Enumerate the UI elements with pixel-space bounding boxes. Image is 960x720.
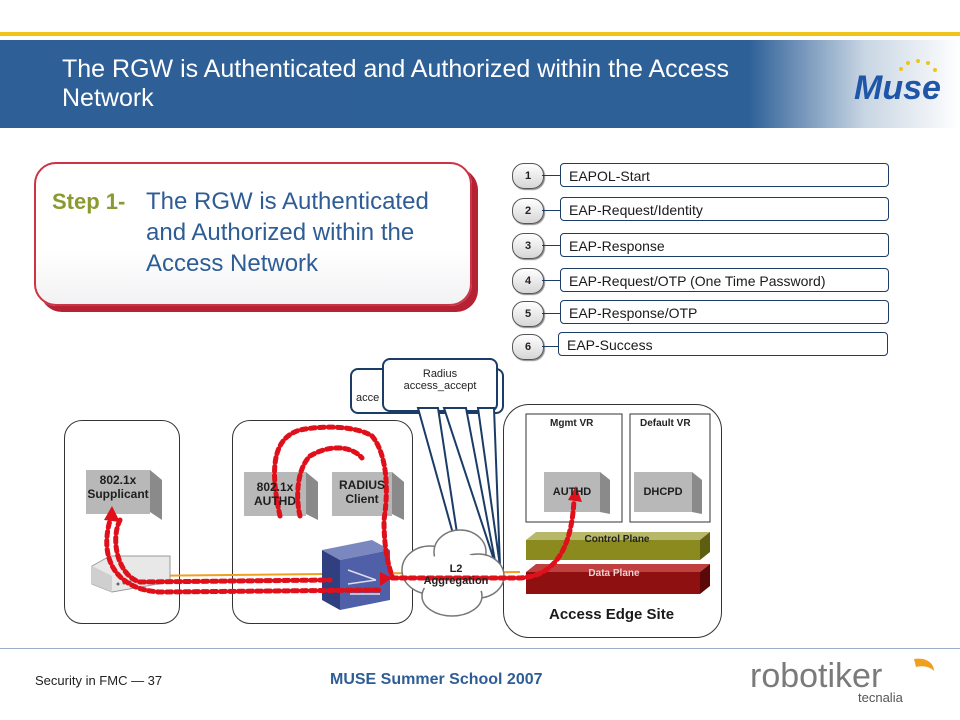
- callout-pointer-front: [476, 407, 501, 567]
- flow-arrow-switch: [380, 572, 392, 586]
- muse-logo: Muse: [854, 59, 941, 107]
- robotiker-swoosh-icon: [914, 658, 934, 671]
- footer-divider: [0, 648, 960, 649]
- authd-line2: AUTHD: [254, 494, 296, 508]
- step-callout-box: [34, 162, 472, 306]
- switch-device-icon: [322, 540, 390, 610]
- l2-line1: L2: [449, 563, 463, 575]
- step-bar-1: EAPOL-Start: [560, 163, 889, 187]
- data-plane-slab: [526, 572, 700, 594]
- data-plane-label: Data Plane: [588, 568, 640, 579]
- dhcpd-box: [634, 472, 702, 514]
- radius-line1: RADIUS: [338, 478, 385, 492]
- flow-path-return: [113, 517, 333, 585]
- cloud-center: [417, 553, 493, 597]
- header-band: [0, 40, 960, 128]
- step-connector: [542, 210, 562, 211]
- flow-path-authd-radius: [272, 424, 395, 579]
- muse-logo-text: Muse: [854, 69, 941, 107]
- step-number-1: 1: [512, 163, 544, 189]
- control-plane-slab: [526, 540, 700, 560]
- access-edge-site-label: Access Edge Site: [549, 606, 675, 623]
- authd-line1: 802.1x: [256, 480, 294, 494]
- step-number-3: 3: [512, 233, 544, 259]
- step-connector: [542, 245, 562, 246]
- step-number-5: 5: [512, 301, 544, 327]
- step-bar-5: EAP-Response/OTP: [560, 300, 889, 324]
- radius-line2: Client: [345, 492, 379, 506]
- supplicant-line2: Supplicant: [87, 487, 149, 501]
- dhcpd-label: DHCPD: [643, 486, 683, 498]
- radius-callout-line2: access_accept: [403, 380, 477, 392]
- step-connector: [542, 175, 562, 176]
- step-bar-2: EAP-Request/Identity: [560, 197, 889, 221]
- step-bar-3: EAP-Response: [560, 233, 889, 257]
- flow-path-supplicant: [104, 511, 383, 595]
- step-label: Step 1-: [52, 189, 126, 214]
- callout-pointer-back: [416, 407, 463, 567]
- top-accent-line: [0, 32, 960, 36]
- step-connector: [542, 280, 562, 281]
- l2-aggregation-label: L2 Aggregation: [412, 563, 500, 587]
- default-vr-label: Default VR: [640, 418, 691, 429]
- top-strip: [0, 0, 960, 38]
- callout-pointer-middle: [442, 407, 497, 567]
- radius-client-label: RADIUS Client: [332, 478, 392, 506]
- step-text-line1: The RGW is Authenticated: [146, 188, 429, 215]
- authd-edge-label: AUTHD: [552, 486, 592, 498]
- control-plane-top: [526, 532, 710, 540]
- control-plane-label: Control Plane: [584, 534, 650, 545]
- step-connector: [542, 313, 562, 314]
- step-number-6: 6: [512, 334, 544, 360]
- authd-label: 802.1x AUTHD: [244, 480, 306, 508]
- l2-line2: Aggregation: [423, 575, 489, 587]
- step-connector: [542, 346, 562, 347]
- data-plane-top: [526, 564, 710, 572]
- slide-title: The RGW is Authenticated and Authorized …: [62, 55, 730, 112]
- supplicant-box: [86, 470, 162, 520]
- supplicant-line1: 802.1x: [99, 473, 137, 487]
- step-number-2: 2: [512, 198, 544, 224]
- radius-callout-front: Radius access_accept: [382, 358, 498, 412]
- step-bar-6: EAP-Success: [558, 332, 888, 356]
- flow-path-edge: [389, 497, 577, 581]
- flow-arrow-edge: [568, 486, 582, 502]
- step-text-line3: Access Network: [146, 250, 319, 277]
- tecnalia-logo-text: tecnalia: [858, 690, 904, 705]
- footer-event-title: MUSE Summer School 2007: [330, 671, 543, 688]
- step-text-line2: and Authorized within the: [146, 219, 415, 246]
- footer-page-label: Security in FMC — 37: [35, 673, 163, 688]
- step-number-4: 4: [512, 268, 544, 294]
- mgmt-vr-label: Mgmt VR: [550, 418, 594, 429]
- flow-path-inner: [295, 445, 365, 519]
- step-description: The RGW is Authenticated and Authorized …: [146, 186, 466, 279]
- radius-callout-line1: Radius: [422, 368, 458, 380]
- authentication-flow-paths: [104, 424, 577, 595]
- robotiker-logo: robotiker tecnalia: [750, 657, 934, 705]
- radius-callout-back-text: acce: [356, 392, 380, 404]
- supplicant-label: 802.1x Supplicant: [86, 473, 150, 501]
- flow-arrow-supplicant: [104, 506, 120, 522]
- robotiker-logo-text: robotiker: [750, 657, 882, 695]
- step-bar-4: EAP-Request/OTP (One Time Password): [560, 268, 889, 292]
